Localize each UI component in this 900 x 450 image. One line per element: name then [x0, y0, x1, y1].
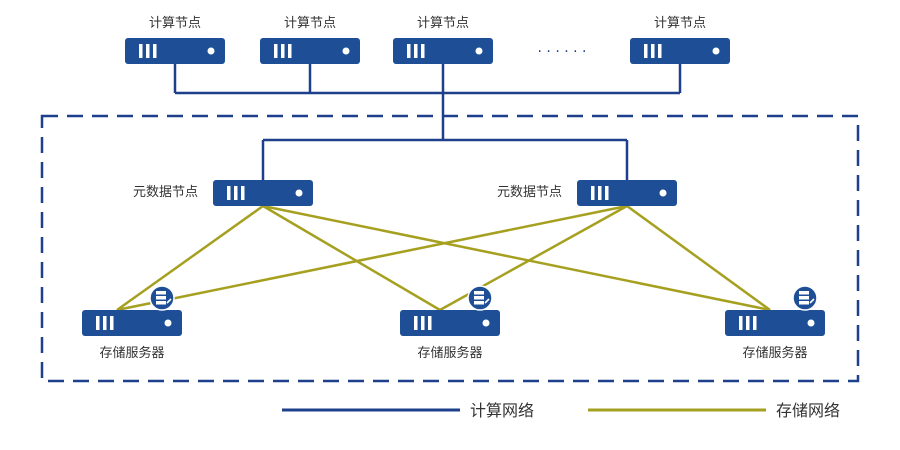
legend-storage-label: 存储网络	[776, 401, 840, 420]
legend: 计算网络 存储网络	[282, 401, 840, 420]
storage-icon	[149, 285, 175, 311]
compute-node: 计算节点	[260, 16, 360, 64]
metadata-node: 元数据节点	[133, 180, 313, 206]
metadata-node-label: 元数据节点	[497, 185, 562, 200]
storage-icon	[467, 285, 493, 311]
storage-cluster-boundary	[40, 114, 860, 383]
compute-node-label: 计算节点	[149, 16, 201, 31]
storage-server-label: 存储服务器	[417, 345, 482, 361]
metadata-node-label: 元数据节点	[133, 185, 198, 200]
storage-server: 存储服务器	[725, 285, 825, 361]
storage-network-links	[116, 204, 771, 312]
compute-node-label: 计算节点	[284, 16, 336, 31]
storage-server-label: 存储服务器	[742, 345, 807, 361]
metadata-node: 元数据节点	[497, 180, 677, 206]
storage-server: 存储服务器	[400, 285, 500, 361]
storage-icon	[792, 285, 818, 311]
compute-node-label: 计算节点	[654, 16, 706, 31]
storage-server: 存储服务器	[82, 285, 182, 361]
ellipsis: · · · · · ·	[538, 44, 587, 60]
storage-server-label: 存储服务器	[99, 345, 164, 361]
compute-node: 计算节点	[630, 16, 730, 64]
compute-node-label: 计算节点	[417, 16, 469, 31]
compute-network-links	[173, 63, 682, 180]
compute-node: 计算节点	[125, 16, 225, 64]
legend-compute-label: 计算网络	[470, 401, 534, 420]
compute-node: 计算节点	[393, 16, 493, 64]
